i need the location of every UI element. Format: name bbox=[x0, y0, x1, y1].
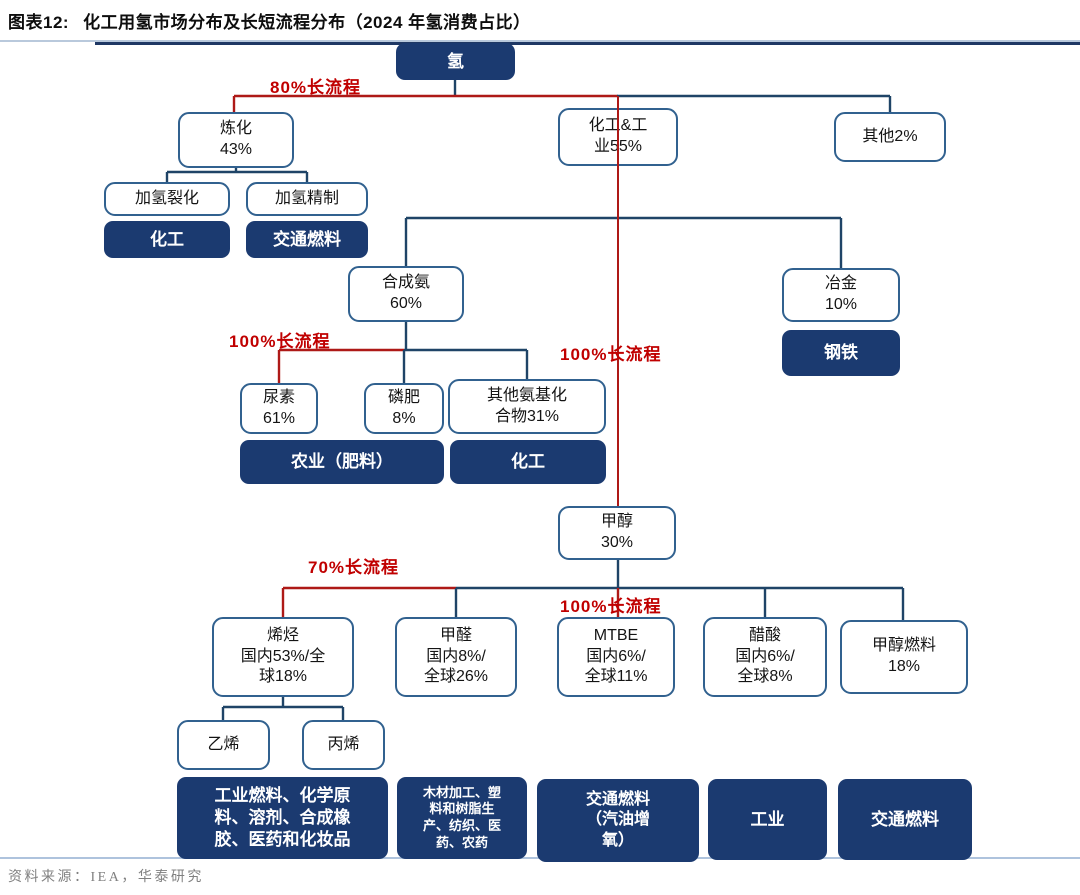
node-methanol-fuel: 甲醇燃料 18% bbox=[840, 620, 968, 694]
label-100-long-process-mid: 100%长流程 bbox=[560, 345, 662, 364]
node-label: 磷肥 8% bbox=[387, 388, 420, 427]
node-label: 工业燃料、化学原 料、溶剂、合成橡 胶、医药和化妆品 bbox=[214, 786, 351, 849]
node-label: 化工 bbox=[511, 452, 545, 472]
node-label: 化工 bbox=[150, 229, 184, 249]
node-olefins: 烯烃 国内53%/全 球18% bbox=[212, 617, 354, 697]
node-phosphate-fertilizer: 磷肥 8% bbox=[364, 383, 444, 434]
node-label: 尿素 61% bbox=[262, 388, 296, 427]
node-label: 钢铁 bbox=[824, 343, 858, 363]
node-label: 工业 bbox=[750, 809, 785, 829]
node-transport-fuel-gasoline: 交通燃料 （汽油增 氧） bbox=[537, 779, 699, 862]
node-acetic-acid: 醋酸 国内6%/ 全球8% bbox=[703, 617, 827, 697]
node-other-amino-compounds: 其他氨基化 合物31% bbox=[448, 379, 606, 434]
node-refining: 炼化 43% bbox=[178, 112, 294, 168]
node-label: 其他2% bbox=[862, 127, 918, 145]
node-steel: 钢铁 bbox=[782, 330, 900, 376]
node-wood-textiles: 木材加工、塑 料和树脂生 产、纺织、医 药、农药 bbox=[397, 777, 527, 859]
red-long-process-line bbox=[616, 96, 619, 506]
node-synthetic-ammonia: 合成氨 60% bbox=[348, 266, 464, 322]
figure-number: 图表12: bbox=[8, 13, 70, 32]
label-100-long-process-bottom: 100%长流程 bbox=[560, 597, 662, 616]
node-chemical-a: 化工 bbox=[104, 221, 230, 258]
node-label: 甲醇 30% bbox=[600, 513, 634, 551]
node-hydrocracking: 加氢裂化 bbox=[104, 182, 230, 216]
node-label: 交通燃料 bbox=[871, 809, 939, 829]
node-transport-fuel-a: 交通燃料 bbox=[246, 221, 368, 258]
figure-title-text: 化工用氢市场分布及长短流程分布（2024 年氢消费占比） bbox=[83, 13, 531, 32]
node-label: 农业（肥料） bbox=[291, 452, 393, 472]
node-label: 炼化 43% bbox=[219, 120, 253, 158]
node-label: 烯烃 国内53%/全 球18% bbox=[240, 626, 326, 686]
node-propylene: 丙烯 bbox=[302, 720, 385, 770]
node-label: 甲醛 国内8%/ 全球26% bbox=[423, 626, 489, 686]
node-hydrogen: 氢 bbox=[396, 43, 515, 80]
figure-title: 图表12: 化工用氢市场分布及长短流程分布（2024 年氢消费占比） bbox=[8, 8, 1068, 33]
node-label: 交通燃料 bbox=[273, 229, 341, 249]
label-80-long-process: 80%长流程 bbox=[270, 78, 362, 97]
node-label: 交通燃料 （汽油增 氧） bbox=[585, 790, 650, 849]
node-methanol: 甲醇 30% bbox=[558, 506, 676, 560]
node-ethylene: 乙烯 bbox=[177, 720, 270, 770]
label-70-long-process: 70%长流程 bbox=[308, 558, 400, 577]
node-label: 冶金 10% bbox=[824, 275, 858, 313]
node-hydrorefining: 加氢精制 bbox=[246, 182, 368, 216]
node-label: 醋酸 国内6%/ 全球8% bbox=[735, 626, 795, 686]
node-formaldehyde: 甲醛 国内8%/ 全球26% bbox=[395, 617, 517, 697]
title-divider-light bbox=[0, 40, 1080, 42]
node-agriculture-fertilizer: 农业（肥料） bbox=[240, 440, 444, 484]
node-label: 木材加工、塑 料和树脂生 产、纺织、医 药、农药 bbox=[422, 784, 501, 850]
node-label: 合成氨 60% bbox=[381, 274, 430, 312]
node-metallurgy: 冶金 10% bbox=[782, 268, 900, 322]
title-divider-dark bbox=[95, 42, 1080, 45]
node-label: 甲醇燃料 18% bbox=[871, 637, 936, 675]
source-text: 资料来源：IEA，华泰研究 bbox=[8, 870, 204, 885]
node-label: MTBE 国内6%/ 全球11% bbox=[584, 626, 648, 686]
node-others: 其他2% bbox=[834, 112, 946, 162]
node-chemical-b: 化工 bbox=[450, 440, 606, 484]
node-label: 加氢裂化 bbox=[134, 189, 199, 207]
node-label: 加氢精制 bbox=[274, 189, 339, 207]
node-label: 丙烯 bbox=[327, 735, 360, 753]
label-100-long-process-left: 100%长流程 bbox=[229, 332, 331, 351]
node-urea: 尿素 61% bbox=[240, 383, 318, 434]
node-industrial-fuel-products: 工业燃料、化学原 料、溶剂、合成橡 胶、医药和化妆品 bbox=[177, 777, 388, 859]
node-label: 氢 bbox=[447, 51, 464, 71]
node-industry: 工业 bbox=[708, 779, 827, 860]
node-transport-fuel-b: 交通燃料 bbox=[838, 779, 972, 860]
node-label: 乙烯 bbox=[207, 735, 240, 753]
node-label: 其他氨基化 合物31% bbox=[486, 386, 567, 425]
node-mtbe: MTBE 国内6%/ 全球11% bbox=[557, 617, 675, 697]
edges-svg bbox=[165, 80, 905, 721]
